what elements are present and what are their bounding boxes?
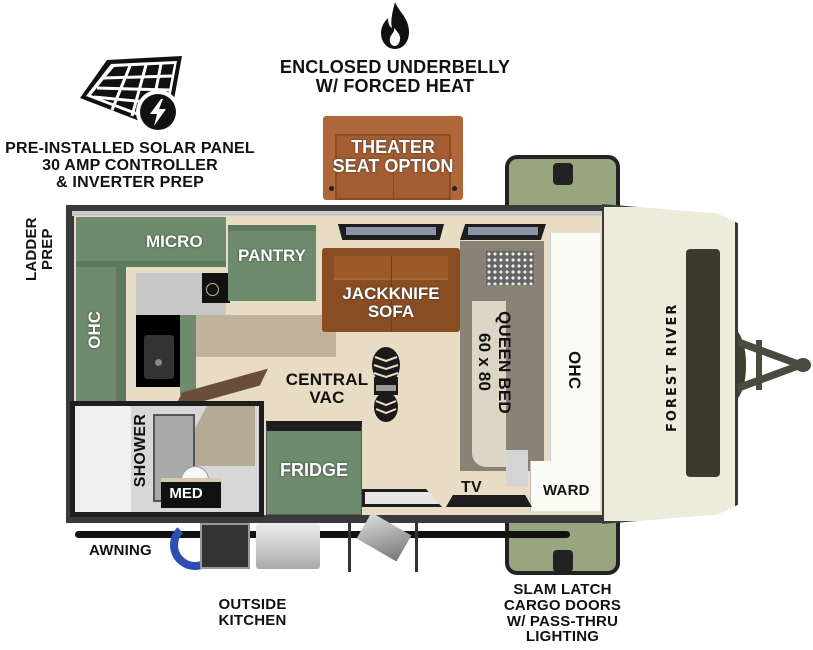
cargo-line-1: SLAM LATCH [513,581,612,598]
outside-kitchen-label: OUTSIDE KITCHEN [205,597,300,629]
ladder-prep-label: LADDER PREP [23,214,56,284]
counter-extension [180,315,196,395]
pantry: PANTRY [228,225,316,301]
wardrobe[interactable]: WARD [530,461,600,511]
underbelly-line-1: ENCLOSED UNDERBELLY [279,57,511,77]
cargo-line-2: CARGO DOORS [503,596,622,614]
underbelly-line-2: W/ FORCED HEAT [315,75,475,96]
queen-bed[interactable]: QUEEN BED 60 x 80 [472,301,514,467]
ladder-line-1: LADDER [23,217,40,281]
sofa-seam [391,256,392,332]
theater-line-2: SEAT OPTION [332,155,454,176]
fridge[interactable]: FRIDGE [266,421,362,515]
cargo-doors-label: SLAM LATCH CARGO DOORS W/ PASS-THRU LIGH… [495,582,630,645]
jackknife-sofa[interactable]: JACKKNIFE SOFA [322,248,460,332]
vac-line-2: VAC [309,387,345,407]
solar-line-3: & INVERTER PREP [56,173,204,191]
ohc-right: OHC [550,233,600,461]
wall-trim [72,211,606,216]
fridge-label: FRIDGE [279,460,348,480]
trailer-body: OHC MICRO PANTRY JACKKNIFE SOFA [66,205,606,523]
cargo-line-3: W/ PASS-THRU [506,612,619,630]
theater-seat-bolt [329,186,334,191]
med-label: MED [169,485,203,502]
awning-bar [75,531,570,538]
window-glass [468,227,538,235]
cargo-line-4: LIGHTING [525,628,600,646]
theater-seat-divider [393,136,394,200]
outside-fridge [256,523,320,569]
kitchen-line-2: KITCHEN [218,611,287,629]
micro-label: MICRO [146,232,203,251]
sofa-label: JACKKNIFE SOFA [322,285,460,321]
kitchen-line-1: OUTSIDE [218,596,287,613]
wardrobe-column [506,450,528,486]
sofa-line-2: SOFA [367,301,415,321]
outside-grill [200,523,250,569]
flame-icon [381,2,409,49]
shower-stall [75,406,131,512]
ohc-left-label: OHC [85,311,104,349]
theater-seat-label: THEATER SEAT OPTION [323,138,463,176]
pantry-label: PANTRY [238,246,306,265]
ohc-left: OHC [76,261,126,409]
pillow [486,251,534,285]
window-2 [460,224,546,240]
brand-logo: FOREST RIVER [665,302,680,432]
micro-cabinet: MICRO [76,217,226,267]
solar-line-2: 30 AMP CONTROLLER [42,156,218,174]
dinette-table [196,315,336,357]
solar-panel-feature: PRE-INSTALLED SOLAR PANEL 30 AMP CONTROL… [0,50,260,200]
front-cap: FOREST RIVER [602,204,738,524]
ladder-line-2: PREP [39,228,56,270]
bed-line-1: QUEEN BED [495,311,514,414]
cargo-latch [553,550,573,572]
theater-seat-option: THEATER SEAT OPTION [323,116,463,200]
cargo-door-bottom [505,520,620,575]
solar-panel-label: PRE-INSTALLED SOLAR PANEL 30 AMP CONTROL… [0,140,260,191]
tv-label: TV [461,479,482,496]
awning-label: AWNING [89,542,152,559]
cargo-latch [553,163,573,185]
burner [206,283,219,296]
sink-drain [155,359,162,366]
window-1 [338,224,444,240]
theater-seat-bolt [452,186,457,191]
tv-cabinet [446,495,532,507]
vac-line-1: CENTRAL [285,370,369,389]
ohc-right-label: OHC [564,351,584,390]
bed-line-2: 60 x 80 [475,333,494,392]
shower-label: SHOWER [132,414,149,488]
water-hose [170,520,220,570]
theater-line-1: THEATER [351,137,435,157]
bathroom: SHOWER MED [70,401,264,517]
window-glass [346,227,436,235]
underbelly-label: ENCLOSED UNDERBELLY W/ FORCED HEAT [245,58,545,96]
solar-line-1: PRE-INSTALLED SOLAR PANEL [5,140,255,157]
cooktop [202,273,230,303]
boot-print-icon [372,347,400,422]
solar-panel-icon [80,56,182,134]
sink-basin [144,335,174,379]
ward-label: WARD [543,482,590,499]
medicine-cabinet: MED [161,478,221,508]
central-vac-label: CENTRAL VAC [284,371,370,407]
front-window [686,249,720,477]
sink [136,315,180,387]
queen-bed-label: QUEEN BED 60 x 80 [474,311,514,414]
sofa-line-1: JACKKNIFE [342,284,440,303]
entry-steps [348,512,418,572]
